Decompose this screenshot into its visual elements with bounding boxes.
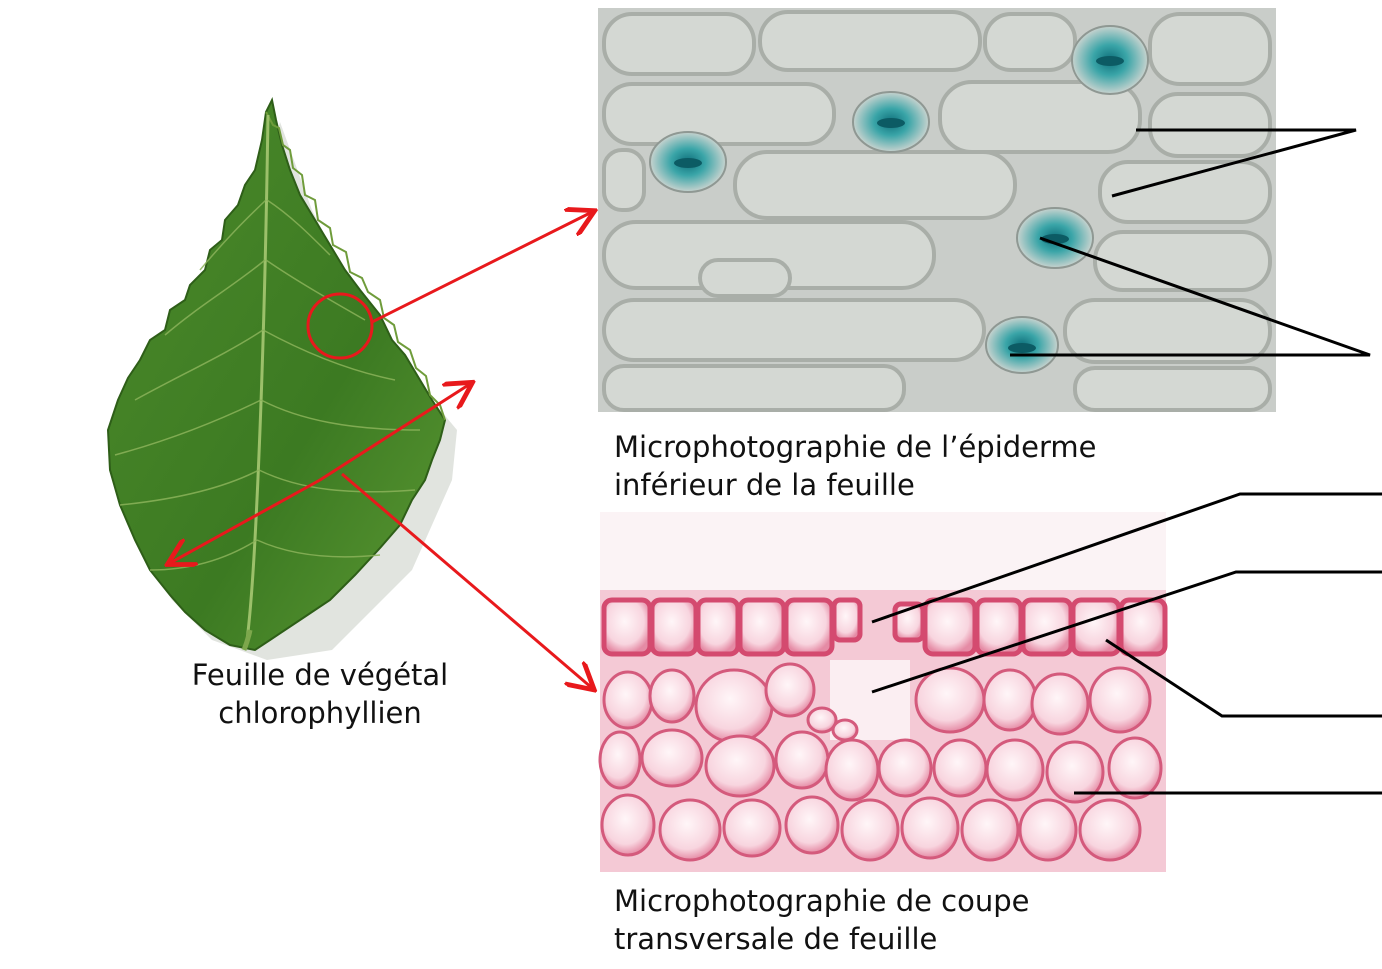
stoma (853, 92, 929, 152)
epidermis-caption-line-1: Microphotographie de l’épiderme (614, 428, 1097, 466)
stoma (1017, 208, 1093, 268)
cross-section-caption: Microphotographie de coupe transversale … (614, 882, 1030, 958)
leaf-caption-line-2: chlorophyllien (100, 694, 540, 732)
cross-section-caption-line-1: Microphotographie de coupe (614, 882, 1030, 920)
stoma (650, 132, 726, 192)
epidermis-caption: Microphotographie de l’épiderme inférieu… (614, 428, 1097, 504)
stoma (1072, 26, 1148, 94)
leaf-cross-section-micrograph (600, 512, 1166, 872)
cross-section-caption-line-2: transversale de feuille (614, 920, 1030, 958)
leaf-photo (108, 100, 457, 660)
leaf-caption-line-1: Feuille de végétal (100, 656, 540, 694)
epidermis-caption-line-2: inférieur de la feuille (614, 466, 1097, 504)
stoma (986, 317, 1058, 373)
epidermis-micrograph (598, 8, 1276, 412)
leaf-caption: Feuille de végétal chlorophyllien (100, 656, 540, 732)
arrow-to-epidermis (372, 212, 592, 322)
